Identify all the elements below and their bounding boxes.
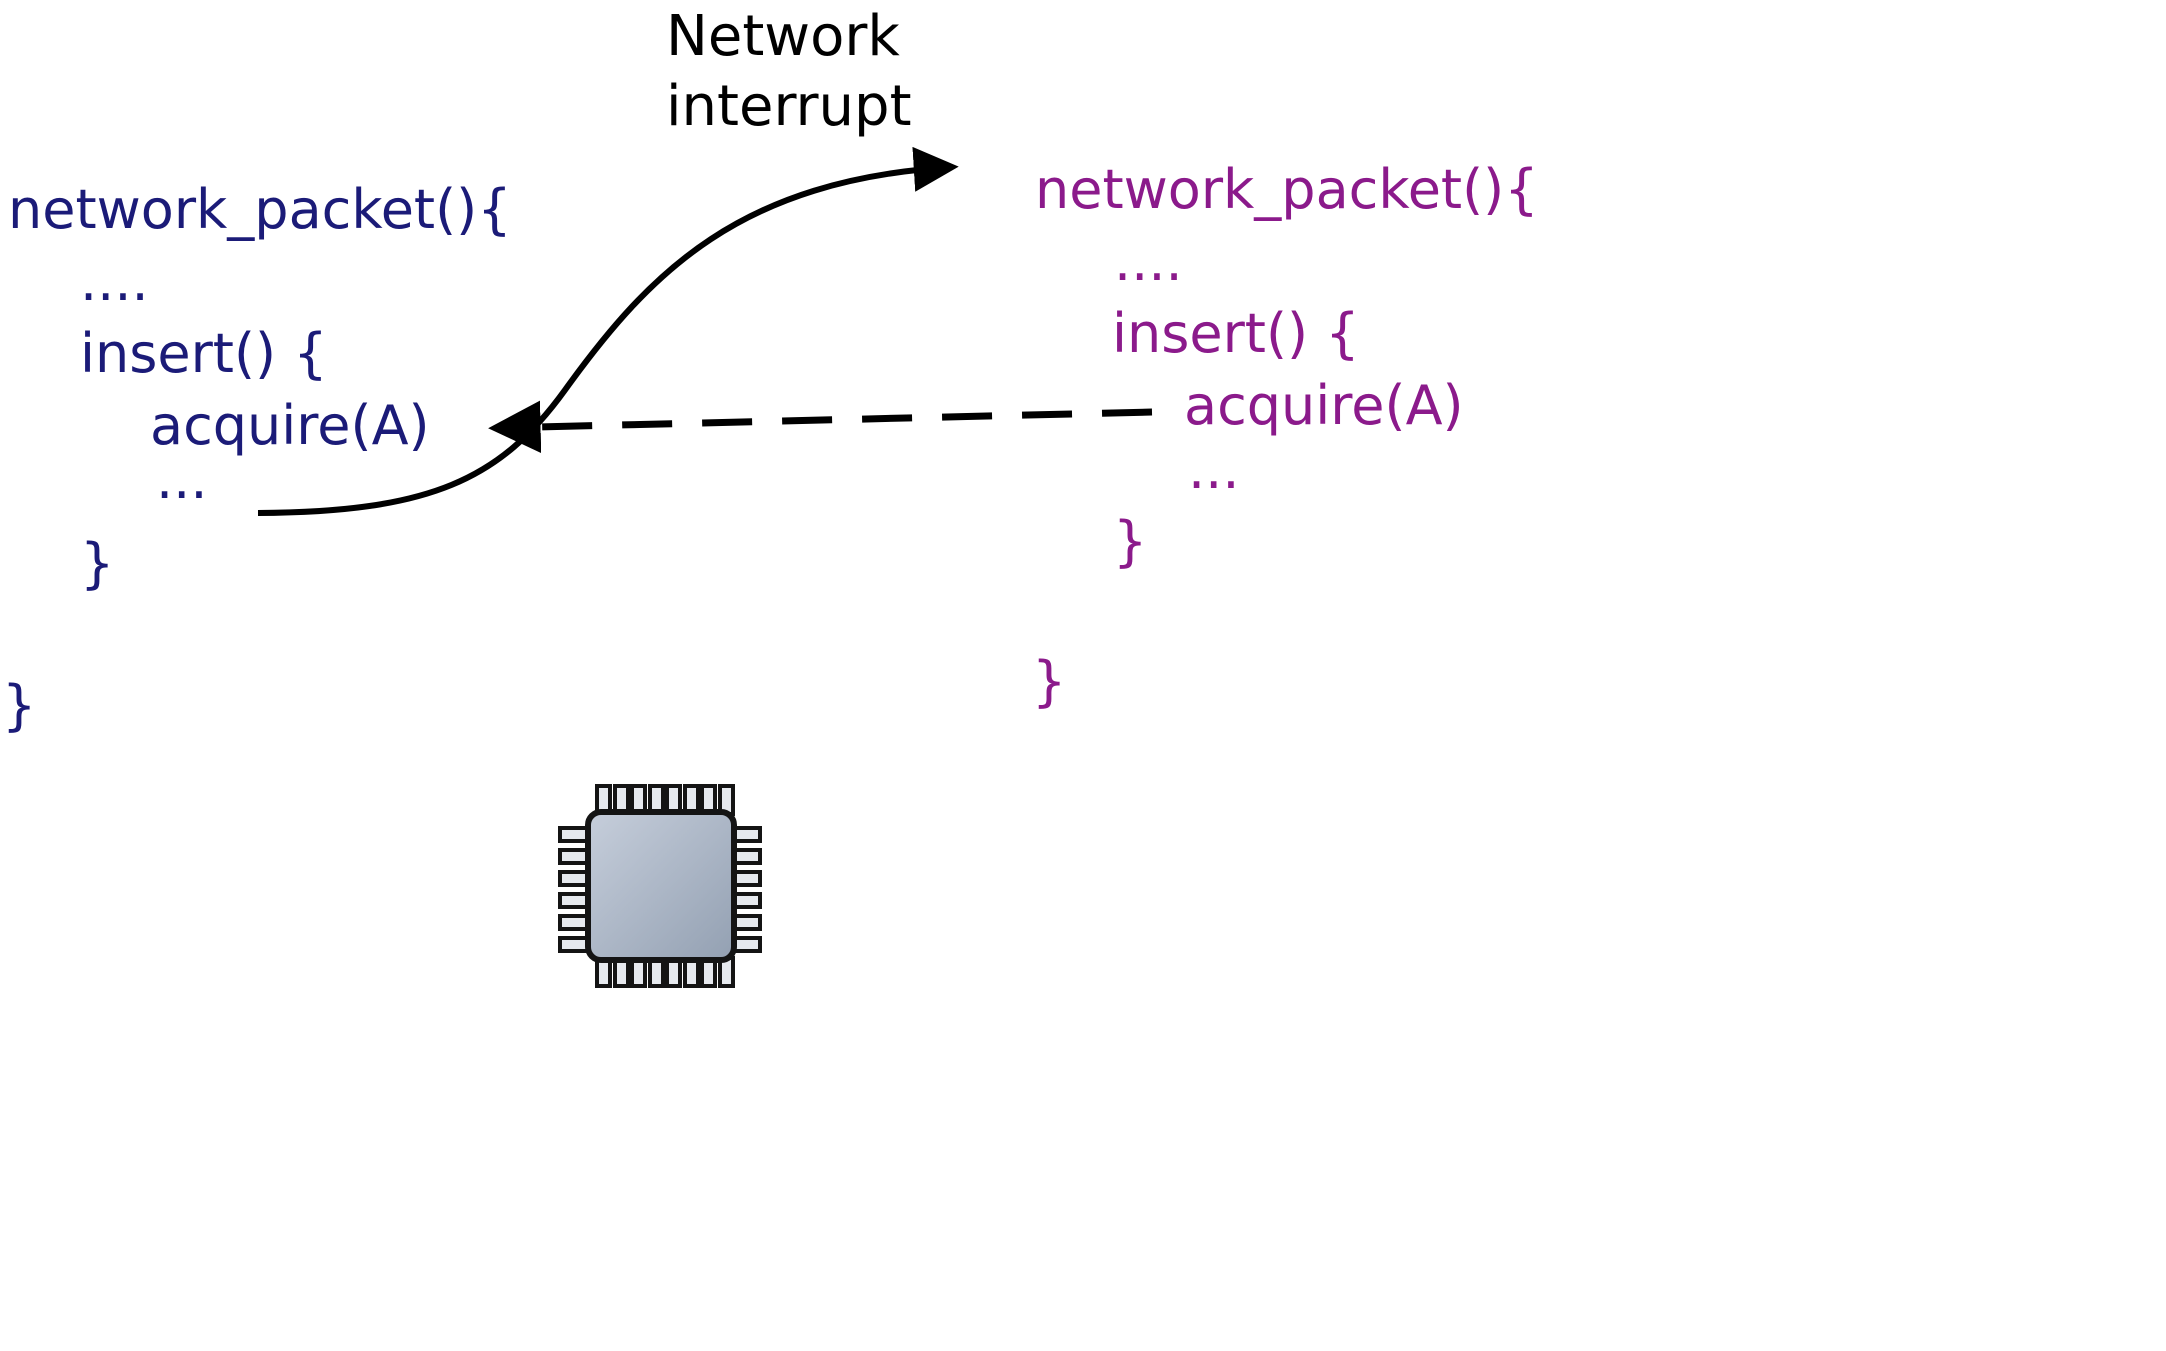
left-code-line-function: network_packet(){ [8, 178, 512, 241]
right-code-line-ellipsis: ... [1188, 438, 1240, 501]
left-code-line-acquire: acquire(A) [150, 394, 430, 457]
left-code-line-ellipsis: ... [156, 448, 208, 511]
right-code-line-dots: .... [1114, 230, 1183, 293]
interrupt-label: Network interrupt [666, 2, 912, 142]
right-code-line-outerbrace: } [1032, 650, 1067, 713]
right-code-line-function: network_packet(){ [1035, 158, 1539, 221]
left-code-line-insert: insert() { [80, 322, 328, 385]
left-code-line-innerbrace: } [80, 532, 115, 595]
left-code-line-outerbrace: } [2, 674, 37, 737]
interrupt-label-line1: Network [666, 4, 900, 69]
right-code-line-insert: insert() { [1112, 302, 1360, 365]
cpu-chip-body [585, 809, 737, 963]
right-code-line-innerbrace: } [1113, 510, 1148, 573]
lock-wait-arrow [488, 400, 1153, 454]
interrupt-arrow [257, 146, 959, 516]
cpu-chip-icon [558, 784, 762, 988]
interrupt-label-line2: interrupt [666, 74, 912, 139]
left-code-line-dots: .... [80, 250, 149, 313]
right-code-line-acquire: acquire(A) [1184, 374, 1464, 437]
